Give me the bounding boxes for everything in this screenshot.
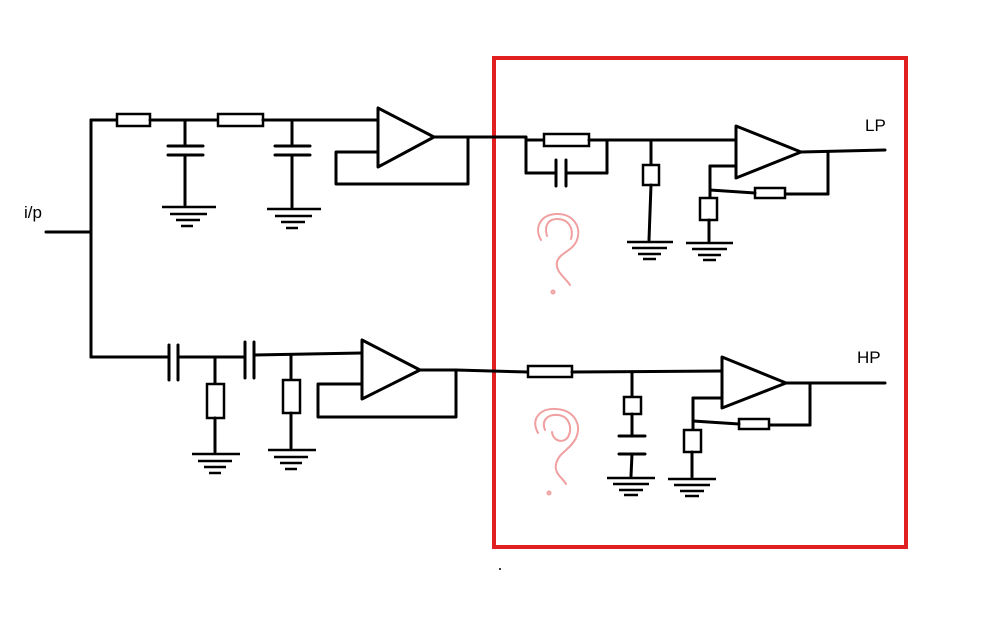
resistor	[216, 112, 265, 128]
lowpass-input-stage	[89, 106, 470, 230]
opamp-buffer	[376, 106, 436, 169]
ground-symbol	[162, 205, 216, 228]
resistor-to-ground	[281, 353, 302, 450]
opamp	[720, 355, 788, 410]
resistor	[542, 132, 591, 148]
ground-symbol	[627, 240, 673, 261]
question-mark-top	[537, 212, 580, 295]
feedback-wire	[334, 135, 470, 186]
opamp-buffer	[360, 338, 422, 401]
highlight-box	[492, 56, 908, 549]
lowpass-output-stage	[524, 124, 887, 262]
ground-symbol	[607, 476, 655, 497]
highpass-link-wire	[454, 368, 530, 374]
stray-dot	[499, 568, 501, 570]
ground-symbol	[668, 477, 716, 498]
feedback-wire	[316, 368, 458, 419]
resistor-to-ground	[205, 355, 226, 454]
lowpass-output-label: LP	[865, 116, 886, 135]
ground-symbol	[686, 241, 733, 262]
ground-symbol	[192, 452, 240, 475]
question-mark-bottom	[534, 407, 579, 496]
highpass-output-label: HP	[857, 348, 881, 367]
feedback-resistor	[753, 186, 787, 200]
input-label: i/p	[24, 203, 42, 222]
capacitor-to-ground	[273, 118, 312, 209]
highpass-output-stage	[526, 355, 887, 498]
ground-symbol	[268, 448, 316, 471]
capacitor-to-ground	[166, 118, 205, 207]
highpass-input-stage	[89, 338, 458, 475]
feedback-resistor	[737, 417, 771, 431]
opamp	[734, 124, 803, 180]
resistor	[115, 112, 152, 128]
series-resistor	[526, 364, 574, 379]
ground-symbol	[267, 207, 321, 230]
